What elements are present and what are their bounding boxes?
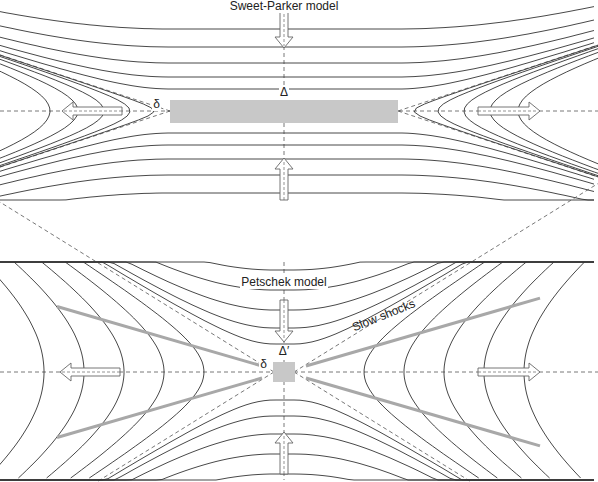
field-line: [0, 434, 594, 480]
flow-arrow-axis: [284, 434, 285, 474]
diffusion-region: [273, 362, 295, 382]
field-line: [0, 4, 130, 200]
field-line: [518, 4, 598, 200]
slow-shock: [306, 298, 540, 366]
flow-arrow-axis: [64, 111, 122, 112]
field-line: [0, 262, 594, 310]
panel-title: Petschek model: [240, 276, 327, 289]
flow-arrow: [478, 102, 540, 120]
field-line: [42, 262, 124, 478]
field-line: [0, 4, 104, 200]
field-line: [464, 4, 598, 200]
field-line: [0, 175, 594, 200]
field-line: [0, 38, 594, 77]
flow-arrow-axis: [284, 300, 285, 340]
flow-arrow: [275, 300, 293, 342]
flow-arrow: [275, 432, 293, 474]
current-sheet: [170, 100, 398, 123]
panel-title: Sweet-Parker model: [229, 0, 340, 13]
flow-arrow-axis: [62, 372, 120, 373]
slow-shock: [57, 307, 262, 366]
flow-arrow: [60, 363, 120, 381]
flow-arrow: [275, 158, 293, 200]
sweet-parker-field-lines: [0, 4, 598, 200]
field-line: [0, 262, 594, 328]
field-line: [0, 4, 50, 200]
field-line: [0, 262, 44, 478]
separatrix-line: [294, 184, 598, 373]
field-line: [414, 4, 598, 200]
flow-arrow-axis: [284, 160, 285, 200]
field-line: [0, 133, 594, 179]
field-line: [0, 454, 594, 480]
thickness-label: δ: [259, 358, 268, 371]
field-line: [0, 145, 594, 184]
length-label: Δ′: [278, 345, 290, 358]
petschek-field-lines: [0, 184, 598, 482]
field-line: [0, 474, 594, 480]
field-line: [364, 262, 485, 478]
field-line: [0, 416, 594, 480]
slow-shock: [306, 378, 540, 446]
field-line: [0, 20, 594, 47]
field-line: [0, 43, 594, 89]
flow-arrow: [478, 363, 540, 381]
field-line: [0, 4, 78, 200]
field-line: [0, 4, 154, 200]
field-line: [0, 193, 594, 200]
flow-arrow: [62, 102, 122, 120]
field-line: [0, 262, 594, 344]
separatrix-line: [0, 202, 274, 372]
field-line: [438, 4, 598, 200]
slow-shock: [57, 378, 262, 437]
flow-arrow-axis: [478, 111, 538, 112]
separatrix-line: [0, 372, 598, 373]
length-label: Δ: [279, 86, 289, 99]
flow-arrow-axis: [478, 372, 538, 373]
field-line: [490, 4, 598, 200]
separatrix-line: [0, 372, 274, 482]
flow-arrows: [60, 4, 540, 474]
field-line: [0, 400, 594, 480]
thickness-label: δ: [152, 98, 161, 111]
